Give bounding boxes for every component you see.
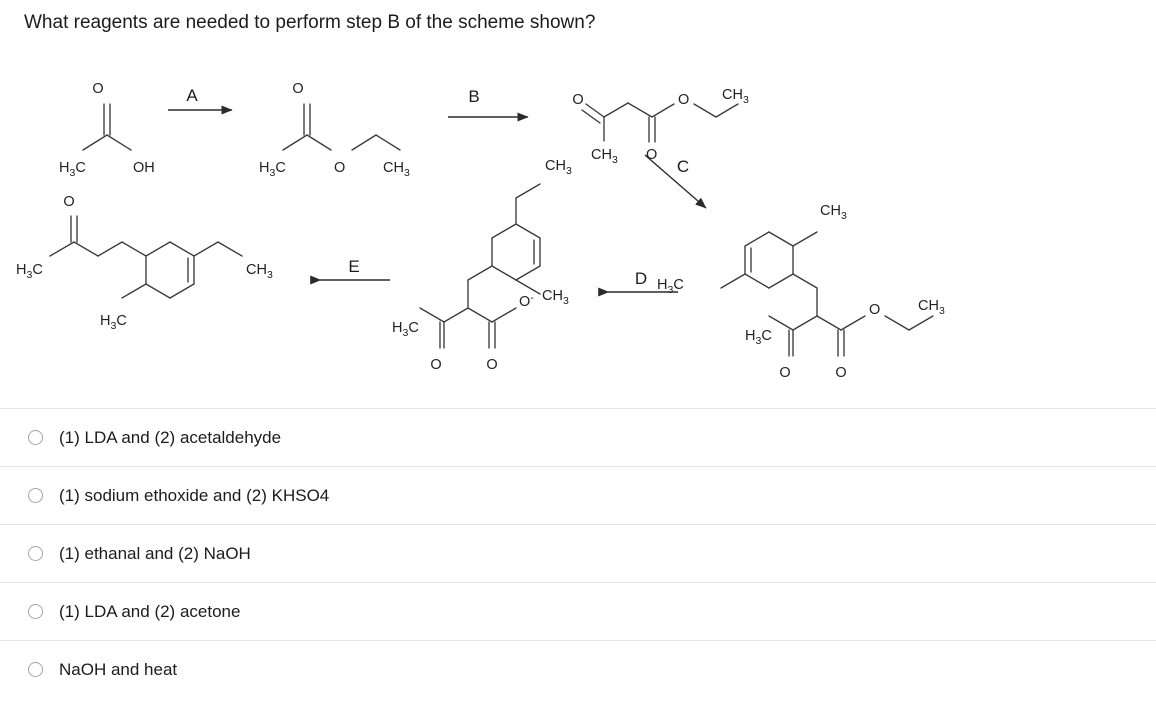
atom-o-ester-dbl: O: [835, 365, 846, 381]
atom-ch3-ethyl: CH3: [246, 262, 273, 281]
atom-o: O: [292, 81, 303, 97]
page-title: What reagents are needed to perform step…: [24, 12, 596, 33]
step-label-c: C: [677, 157, 689, 176]
structure-final-ketone: O H3C CH3 H3C: [16, 194, 273, 332]
option-row-1[interactable]: (1) LDA and (2) acetaldehyde: [0, 408, 1156, 466]
atom-o-ketone: O: [779, 365, 790, 381]
atom-o-ester: O: [869, 302, 880, 318]
atom-ch3-ethyl-top: CH3: [545, 158, 572, 177]
atom-o-anion: O-: [519, 292, 534, 310]
arrow-step-d: D: [598, 269, 678, 297]
option-label-4: (1) LDA and (2) acetone: [59, 601, 241, 621]
atom-ch3-ring: CH3: [820, 203, 847, 222]
arrow-step-c: C: [644, 154, 707, 209]
structure-ethyl-acetoacetate: O CH3 O O CH3: [572, 87, 749, 166]
step-label-b: B: [468, 87, 479, 106]
arrow-step-e: E: [310, 257, 390, 285]
option-label-1: (1) LDA and (2) acetaldehyde: [59, 427, 282, 447]
option-row-5[interactable]: NaOH and heat: [0, 640, 1156, 698]
option-row-2[interactable]: (1) sodium ethoxide and (2) KHSO4: [0, 466, 1156, 524]
atom-h3c: H3C: [59, 160, 86, 179]
atom-o-ketone: O: [430, 357, 441, 373]
radio-button-2[interactable]: [28, 488, 43, 503]
atom-o-ester: O: [678, 92, 689, 108]
answer-options-list: (1) LDA and (2) acetaldehyde (1) sodium …: [0, 408, 1156, 698]
atom-h3c-ethyl: H3C: [657, 277, 684, 296]
atom-h3c-ketone: H3C: [392, 320, 419, 339]
option-row-4[interactable]: (1) LDA and (2) acetone: [0, 582, 1156, 640]
radio-button-1[interactable]: [28, 430, 43, 445]
atom-o: O: [92, 81, 103, 97]
atom-ch3-ethyl: CH3: [722, 87, 749, 106]
atom-o-carboxylate-dbl: O: [486, 357, 497, 373]
step-label-d: D: [635, 269, 647, 288]
atom-o-ester: O: [334, 160, 345, 176]
atom-h3c-ring: H3C: [100, 313, 127, 332]
atom-oh: OH: [133, 160, 155, 176]
arrow-step-b: B: [448, 87, 529, 122]
atom-h3c-ketone: H3C: [16, 262, 43, 281]
structure-ethyl-acetate: O H3C O CH3: [259, 81, 410, 179]
atom-o-ketone: O: [63, 194, 74, 210]
atom-o-ester-dbl: O: [646, 147, 657, 163]
atom-h3c: H3C: [259, 160, 286, 179]
atom-ch3-ketone: CH3: [591, 147, 618, 166]
option-label-3: (1) ethanal and (2) NaOH: [59, 543, 251, 563]
step-label-a: A: [186, 86, 198, 105]
option-row-3[interactable]: (1) ethanal and (2) NaOH: [0, 524, 1156, 582]
step-label-e: E: [348, 257, 359, 276]
atom-ch3-ring: CH3: [542, 288, 569, 307]
radio-button-4[interactable]: [28, 604, 43, 619]
reaction-scheme-svg: O H3C OH A O H3C O CH3 B: [16, 81, 945, 381]
reaction-scheme: O H3C OH A O H3C O CH3 B: [0, 42, 1156, 402]
atom-ch3: CH3: [383, 160, 410, 179]
atom-h3c-ketone: H3C: [745, 328, 772, 347]
radio-button-5[interactable]: [28, 662, 43, 677]
structure-alkylated-ester: CH3 H3C H3C O O O CH3: [657, 203, 945, 381]
atom-ch3-ethyl-ester: CH3: [918, 298, 945, 317]
option-label-5: NaOH and heat: [59, 659, 178, 679]
option-label-2: (1) sodium ethoxide and (2) KHSO4: [59, 485, 330, 505]
atom-o-ketone: O: [572, 92, 583, 108]
arrow-step-a: A: [168, 86, 233, 115]
structure-acetic-acid: O H3C OH: [59, 81, 155, 179]
structure-carboxylate: CH3 CH3 H3C O O O-: [392, 158, 572, 373]
radio-button-3[interactable]: [28, 546, 43, 561]
